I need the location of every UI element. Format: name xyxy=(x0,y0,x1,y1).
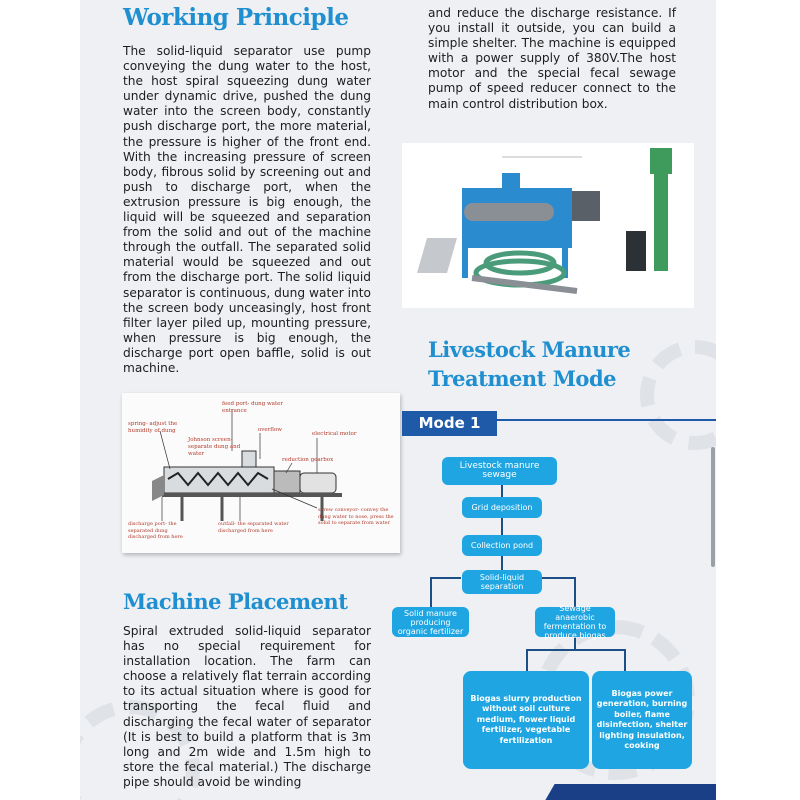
connector xyxy=(574,577,576,607)
connector xyxy=(541,577,575,579)
label-discharge-port: discharge port- the separated dung disch… xyxy=(128,521,183,540)
separator-machine-image xyxy=(402,143,694,308)
flow-node-sewage-fermentation: Sewage anaerobic fermentation to produce… xyxy=(535,604,615,640)
gear-decoration-icon xyxy=(640,340,716,450)
label-reduction-gearbox: reduction gearbox xyxy=(282,457,334,463)
connector xyxy=(624,649,626,671)
footer-bar xyxy=(545,784,716,800)
label-johnson-screen: Johnson screen- separate dung and water xyxy=(188,437,241,457)
connector xyxy=(574,637,576,649)
label-feed-port: feed port- dung water entrance xyxy=(222,401,284,414)
mode-1-banner: Mode 1 xyxy=(402,411,497,436)
flow-node-grid-deposition: Grid deposition xyxy=(462,497,542,518)
connector xyxy=(526,649,528,671)
flow-node-manure-sewage: Livestock manure sewage xyxy=(442,457,557,485)
machine-photo xyxy=(402,143,694,308)
label-electrical-motor: electrical motor xyxy=(312,431,357,437)
label-spring: spring- adjust the humidity of dung xyxy=(128,421,178,434)
livestock-title-line2: Treatment Mode xyxy=(428,366,617,391)
connector xyxy=(430,577,432,607)
document-page: Working Principle The solid-liquid separ… xyxy=(80,0,716,800)
machine-placement-title: Machine Placement xyxy=(123,589,348,614)
right-column-text: and reduce the discharge resistance. If … xyxy=(428,6,676,111)
machine-placement-body: Spiral extruded solid-liquid separator h… xyxy=(123,624,371,789)
flow-node-solid-liquid-separation: Solid-liquid separation xyxy=(462,570,542,594)
connector xyxy=(526,649,625,651)
connector xyxy=(501,485,503,497)
connector xyxy=(430,577,461,579)
working-principle-body: The solid-liquid separator use pump conv… xyxy=(123,44,371,375)
label-outfall: outfall- the separated water discharged … xyxy=(218,521,289,534)
connector xyxy=(501,556,503,570)
separator-diagram-drawing xyxy=(122,393,400,553)
flow-node-biogas-slurry: Biogas slurry production without soil cu… xyxy=(463,671,589,769)
flow-node-biogas-power: Biogas power generation, burning boiler,… xyxy=(592,671,692,769)
livestock-title-line1: Livestock Manure xyxy=(428,337,631,362)
separator-diagram: feed port- dung water entrance spring- a… xyxy=(122,393,400,553)
working-principle-title: Working Principle xyxy=(123,4,349,31)
mode-banner-line xyxy=(497,419,716,421)
flow-node-collection-pond: Collection pond xyxy=(462,535,542,556)
label-screw-conveyor: screw conveyor- convey the dung water to… xyxy=(318,507,394,526)
label-overflow: overflow xyxy=(258,427,282,433)
flow-node-solid-manure: Solid manure producing organic fertilize… xyxy=(392,607,469,637)
connector xyxy=(501,518,503,535)
scrollbar-thumb[interactable] xyxy=(711,447,715,567)
